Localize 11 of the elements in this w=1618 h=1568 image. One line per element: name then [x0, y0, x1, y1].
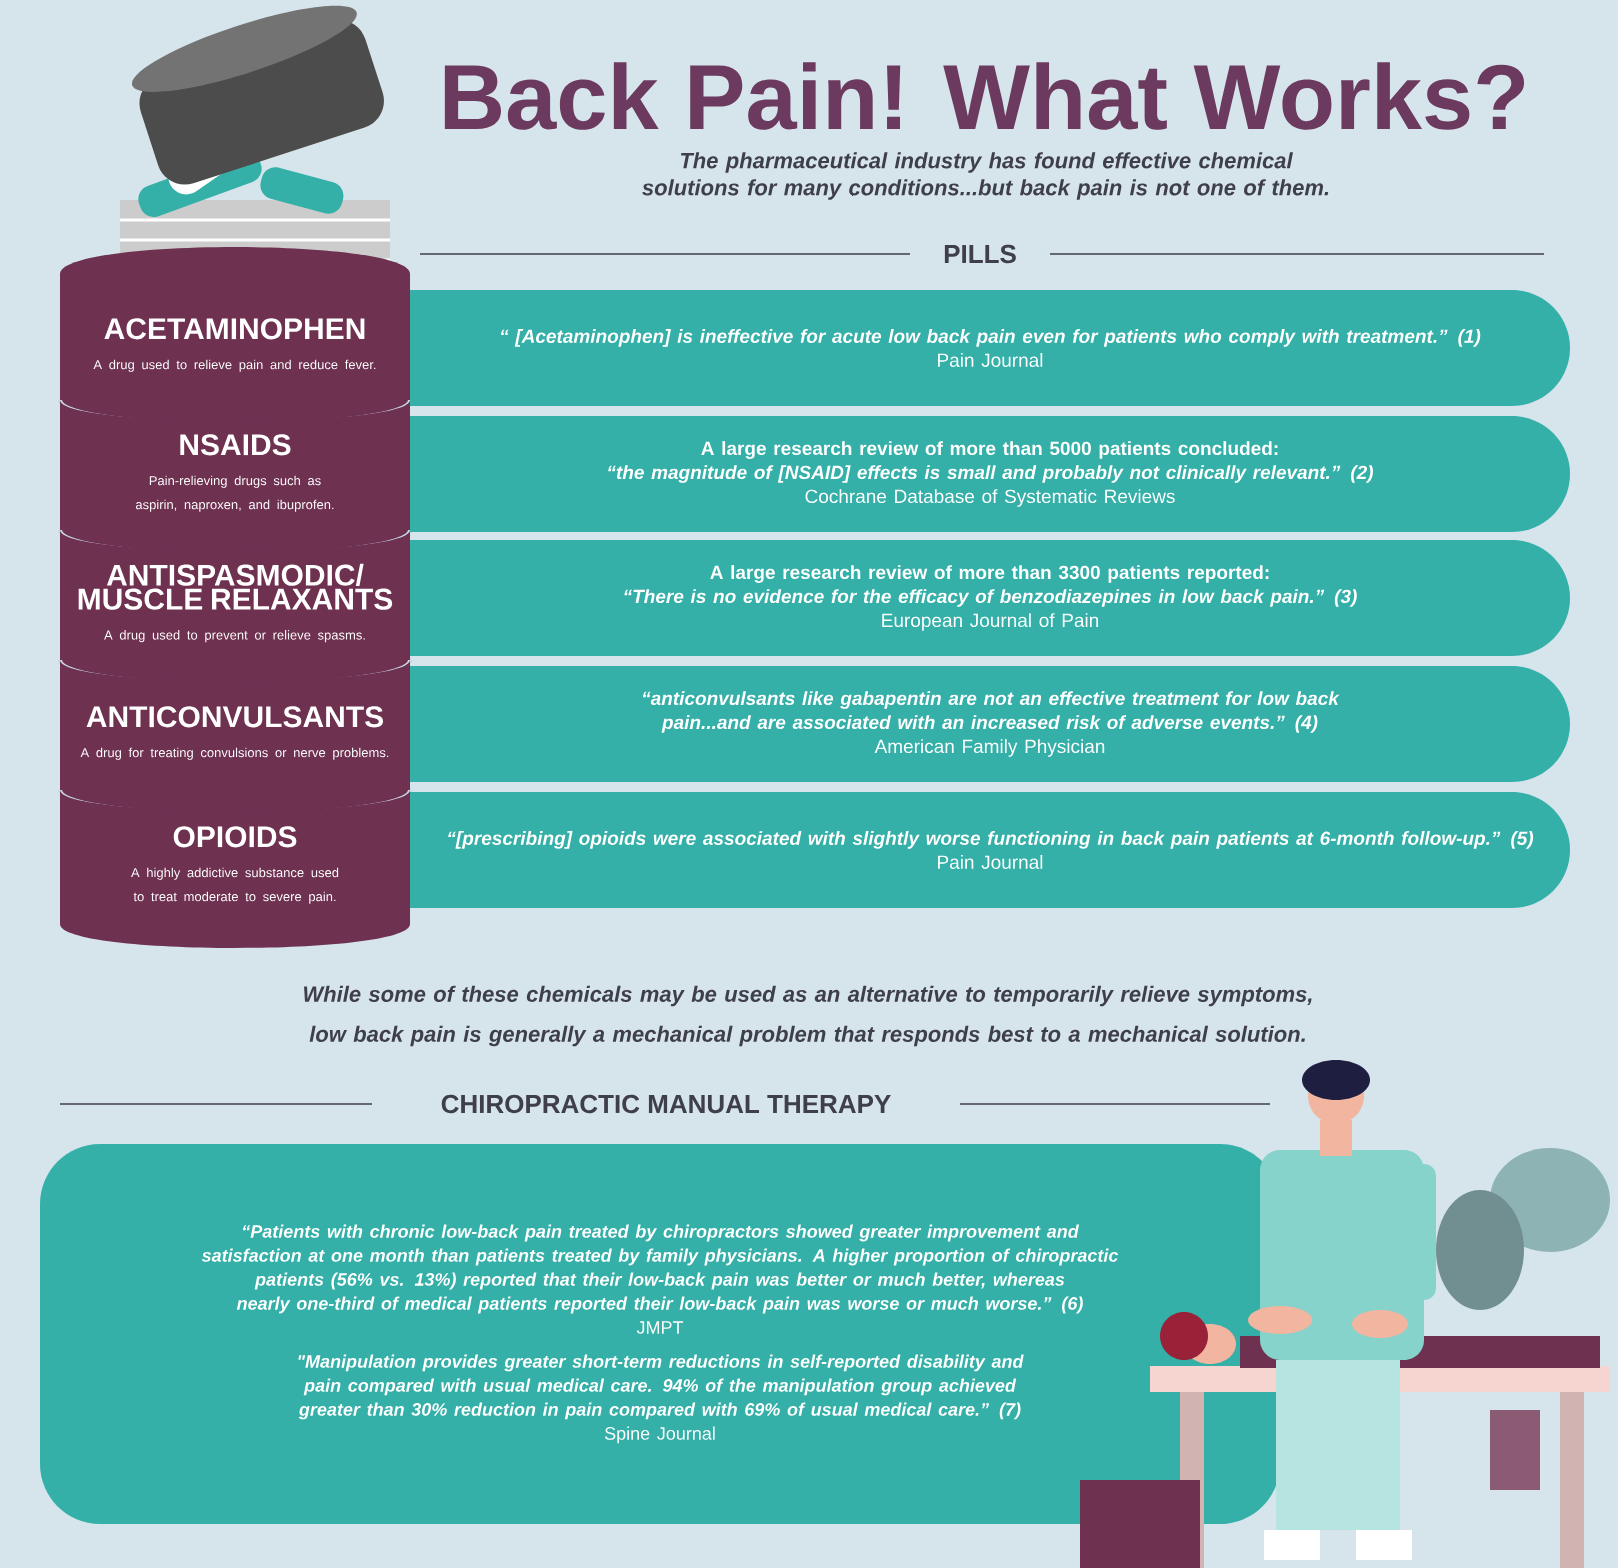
quote-band: “ [Acetaminophen] is ineffective for acute low back pain even for patients who comply with treatment.” (1) Pain Journal — [410, 290, 1570, 406]
section-heading: CHIROPRACTIC MANUAL THERAPY — [441, 1094, 891, 1114]
quote-band: “[prescribing] opioids were associated with slightly worse functioning in back pain patients at 6-month follow-up.” (5) Pain Journal — [410, 792, 1570, 908]
quote-band: “anticonvulsants like gabapentin are not an effective treatment for low back pain...and are associated with an increased risk of adverse events.” (4) American Family Physician — [410, 666, 1570, 782]
summary-text: While some of these chemicals may be used as an alternative to temporarily relieve symptoms, low back pain is generally a mechanical problem that responds best to a mechanical solution. — [304, 985, 1312, 1047]
quote-band: A large research review of more than 3300 patients reported: “There is no evidence for the efficacy of benzodiazepines in low back pain.” (3) European Journal of Pain — [410, 540, 1570, 656]
quote-box: “Patients with chronic low-back pain treated by chiropractors showed greater improvement and satisfaction at one month than patients treated by family physicians. A higher proportion of chiropractic patients (56% vs. 13%) reported that their low-back pain was better or much better, whereas nearly one-third of medical patients reported their low-back pain was worse or much worse.” (6) JMPT "Manipulation provides greater short-term reductions in self-reported disability and pain compared with usual medical care. 94% of the manipulation group achieved greater than 30% reduction in pain compared with 69% of usual medical care.” (7) Spine Journal — [40, 1144, 1280, 1524]
title: Back Pain! What Works? — [444, 62, 1525, 130]
section-heading: PILLS — [944, 244, 1016, 264]
quote-band: A large research review of more than 5000 patients concluded: “the magnitude of [NSAID] effects is small and probably not clinically relevant.” (2) Cochrane Database of Systematic Reviews — [410, 416, 1570, 532]
subtitle: The pharmaceutical industry has found effective chemical solutions for many conditions...but back pain is not one of them. — [642, 152, 1329, 200]
